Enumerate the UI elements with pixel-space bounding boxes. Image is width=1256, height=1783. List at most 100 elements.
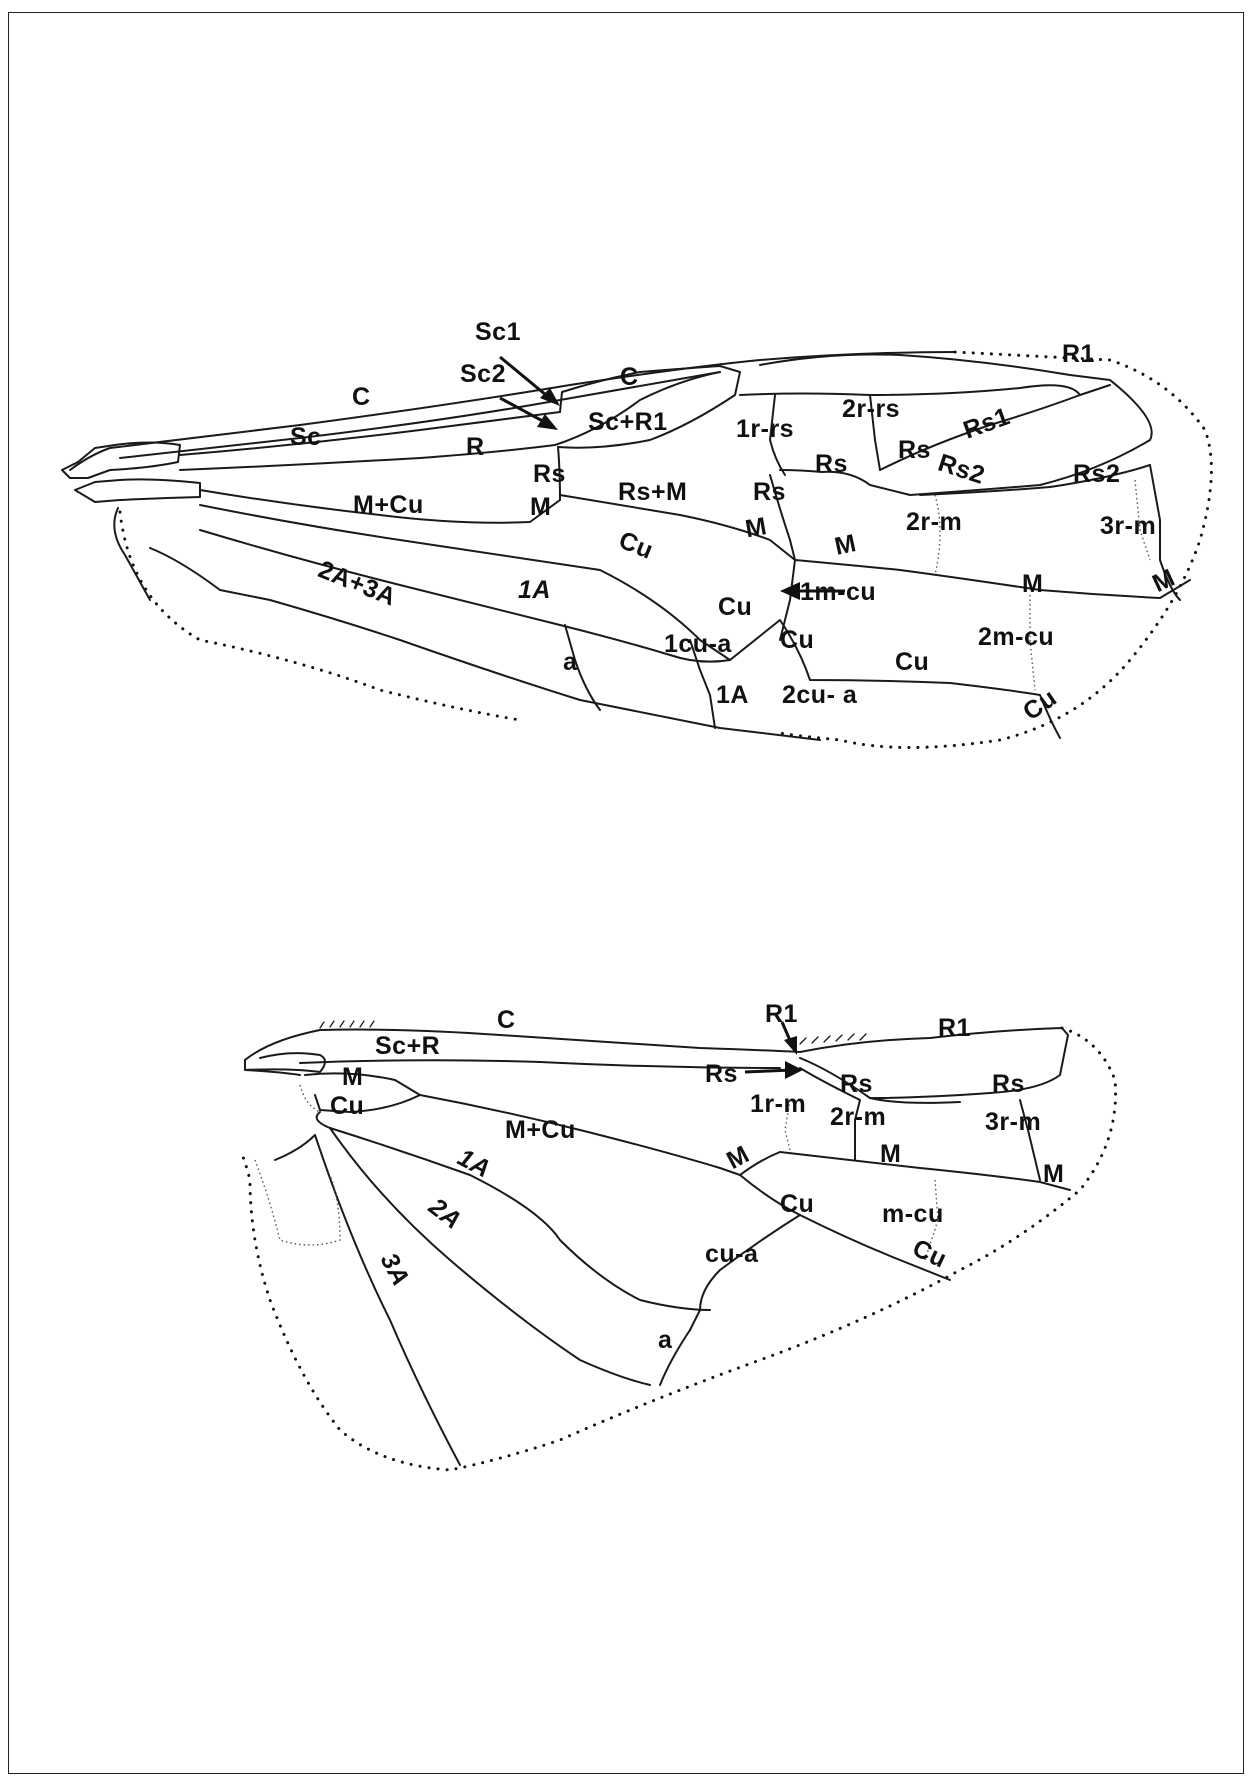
label-hind-1r-m: 1r-m <box>750 1090 806 1118</box>
label-hind-3a: 3A <box>375 1248 415 1290</box>
label-1r-rs: 1r-rs <box>736 415 794 443</box>
label-rs2-b: Rs2 <box>1073 460 1120 488</box>
label-2r-rs: 2r-rs <box>842 395 900 423</box>
hindwing-base-hooks <box>319 1020 375 1029</box>
hindwing-labels: C Sc+R R1 R1 Rs Rs Rs M Cu M+Cu 1r-m 2r-… <box>330 1000 1064 1354</box>
m-vein-end <box>1149 464 1181 601</box>
hindwing-cua <box>689 1214 801 1331</box>
label-a: a <box>563 648 578 676</box>
forewing-labels: Sc1 Sc2 C C Sc Sc+R1 R R1 1r-rs 2r-rs Rs… <box>290 318 1179 726</box>
label-hind-3r-m: 3r-m <box>985 1108 1041 1136</box>
label-sc: Sc <box>290 423 322 451</box>
label-2r-m: 2r-m <box>906 508 962 536</box>
sc-r1-cell <box>557 365 741 449</box>
r1-rs-crossvein <box>769 394 786 476</box>
costa-vein-inner <box>119 371 721 459</box>
label-m-b: M <box>743 512 769 543</box>
hindwing-m-cu-junction <box>739 1151 951 1281</box>
r-vein <box>179 371 721 471</box>
cu-vein <box>199 504 731 661</box>
hindwing <box>238 1020 1118 1472</box>
label-cu-a: Cu <box>615 526 657 565</box>
m-vein-distal <box>794 559 1191 599</box>
hindwing-m-cu <box>419 1094 741 1176</box>
hindwing-margin <box>238 1026 1118 1472</box>
figure-frame <box>8 12 1244 1774</box>
label-hind-2r-m: 2r-m <box>830 1103 886 1131</box>
r2-rs-crossvein <box>869 394 881 471</box>
label-hind-sc-r: Sc+R <box>375 1032 440 1060</box>
label-hind-m-cu-cross: m-cu <box>882 1200 944 1228</box>
label-3r-m: 3r-m <box>1100 512 1156 540</box>
label-c-2: C <box>352 383 371 411</box>
label-sc-r1: Sc+R1 <box>588 408 668 436</box>
label-rs2-a: Rs2 <box>935 449 989 490</box>
label-m-a: M <box>530 493 551 521</box>
sc1-arrow <box>499 355 553 402</box>
label-hind-c: C <box>497 1006 516 1034</box>
r1-marginal-cell <box>759 353 1153 496</box>
rs-m-vein <box>559 494 796 561</box>
label-c: C <box>620 363 639 391</box>
label-hind-m-d: M <box>1043 1160 1064 1188</box>
label-rs-a: Rs <box>533 460 566 488</box>
hindwing-jugal <box>254 1159 341 1246</box>
rs1-vein <box>879 394 1081 471</box>
hindwing-1a <box>329 1127 711 1311</box>
a1-vein <box>199 529 731 663</box>
label-hind-cu-a: Cu <box>330 1092 364 1120</box>
hindwing-3r-m <box>1019 1099 1041 1181</box>
hindwing-arrows <box>744 1021 803 1079</box>
label-hind-cu-a-cross: cu-a <box>705 1240 759 1268</box>
hindwing-base-stipple <box>299 1084 321 1113</box>
hindwing-2a <box>329 1127 651 1386</box>
sc-vein <box>179 411 561 456</box>
label-1m-cu: 1m-cu <box>800 578 876 606</box>
forewing-margin <box>118 350 1213 749</box>
label-m-d: M <box>1022 570 1043 598</box>
label-hind-r1-a: R1 <box>765 1000 798 1028</box>
label-cu-d: Cu <box>895 648 929 676</box>
label-cu-e: Cu <box>1018 684 1062 727</box>
m2-cu-crossvein <box>1029 595 1036 691</box>
hindwing-a-junction <box>659 1329 691 1386</box>
hindwing-1r-m <box>784 1099 791 1151</box>
hindwing-rs <box>799 1057 961 1104</box>
label-hind-r1-b: R1 <box>938 1014 971 1042</box>
rs-vein <box>739 384 1111 396</box>
label-m-cu: M+Cu <box>353 491 424 519</box>
a23-vein <box>149 547 821 741</box>
label-2cu-a: 2cu- a <box>782 681 858 709</box>
hindwing-sc-r <box>299 1059 781 1069</box>
label-rs-c: Rs <box>753 478 786 506</box>
label-m-c: M <box>832 529 859 561</box>
hindwing-hamuli <box>799 1033 867 1045</box>
label-hind-cu-c: Cu <box>908 1234 951 1274</box>
label-hind-rs-b: Rs <box>840 1070 873 1098</box>
label-r: R <box>466 433 485 461</box>
label-r1: R1 <box>1062 340 1095 368</box>
label-hind-m-cu: M+Cu <box>505 1116 576 1144</box>
label-hind-m-a: M <box>342 1063 363 1091</box>
label-hind-rs-c: Rs <box>992 1070 1025 1098</box>
label-cu-c: Cu <box>780 626 814 654</box>
label-1a-b: 1A <box>716 681 749 709</box>
hindwing-m-distal <box>779 1151 1071 1191</box>
label-rs1: Rs1 <box>960 402 1014 445</box>
label-hind-2a: 2A <box>423 1192 467 1235</box>
hindwing-rs-m <box>799 1067 861 1161</box>
rs2-vein <box>919 464 1151 496</box>
forewing <box>61 350 1213 749</box>
label-hind-rs-a: Rs <box>705 1060 738 1088</box>
label-hind-a: a <box>658 1326 673 1354</box>
label-hind-cu-b: Cu <box>780 1190 814 1218</box>
forewing-arrows <box>499 355 845 600</box>
wing-base <box>61 441 201 601</box>
label-rs-d: Rs <box>898 436 931 464</box>
cu1a-crossvein <box>689 639 716 729</box>
m-cu-vein <box>199 446 561 524</box>
hindwing-base <box>244 1052 326 1076</box>
label-2m-cu: 2m-cu <box>978 623 1054 651</box>
r3-m-crossvein <box>1134 479 1151 561</box>
